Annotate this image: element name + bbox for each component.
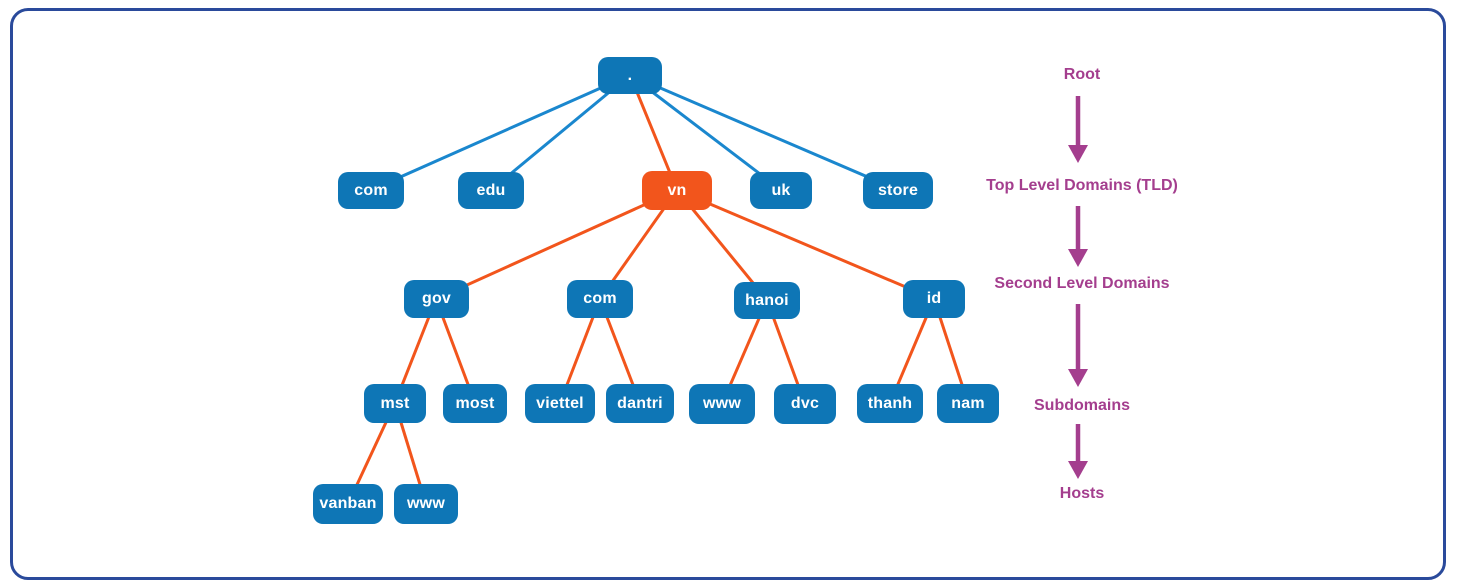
legend-subdomains: Subdomains [1033, 397, 1131, 414]
node-sub-dantri: dantri [606, 384, 674, 423]
arrow-sld-to-subdomains [1068, 304, 1088, 387]
node-sld-gov: gov [404, 280, 469, 318]
node-host-vanban: vanban [313, 484, 383, 524]
node-sld-hanoi: hanoi [734, 282, 800, 319]
edge-root-vn [628, 74, 679, 191]
arrow-tld-to-sld [1068, 206, 1088, 267]
node-root: . [598, 57, 662, 94]
edge-root-uk [629, 73, 782, 192]
node-tld-edu: edu [458, 172, 524, 209]
node-sub-viettel: viettel [525, 384, 595, 423]
edge-vn-gov [435, 188, 678, 301]
legend-sld: Second Level Domains [994, 275, 1170, 292]
node-sld-com: com [567, 280, 633, 318]
edge-root-com [370, 73, 631, 192]
node-host-www: www [394, 484, 458, 524]
legend-tld: Top Level Domains (TLD) [986, 177, 1178, 194]
node-sub-nam: nam [937, 384, 999, 423]
arrow-subdomains-to-hosts [1068, 424, 1088, 479]
node-sub-thanh: thanh [857, 384, 923, 423]
edge-root-edu [490, 73, 631, 192]
node-tld-store: store [863, 172, 933, 209]
legend-hosts: Hosts [1059, 485, 1105, 502]
node-tld-com: com [338, 172, 404, 209]
diagram-frame [10, 8, 1446, 580]
node-sld-id: id [903, 280, 965, 318]
edge-vn-id [676, 188, 935, 301]
legend-root: Root [1063, 66, 1101, 83]
node-sub-mst: mst [364, 384, 426, 423]
node-sub-most: most [443, 384, 507, 423]
node-sub-www: www [689, 384, 755, 424]
node-sub-dvc: dvc [774, 384, 836, 424]
arrow-root-to-tld [1068, 96, 1088, 163]
edge-root-store [629, 73, 899, 192]
node-tld-uk: uk [750, 172, 812, 209]
node-tld-vn: vn [642, 171, 712, 210]
